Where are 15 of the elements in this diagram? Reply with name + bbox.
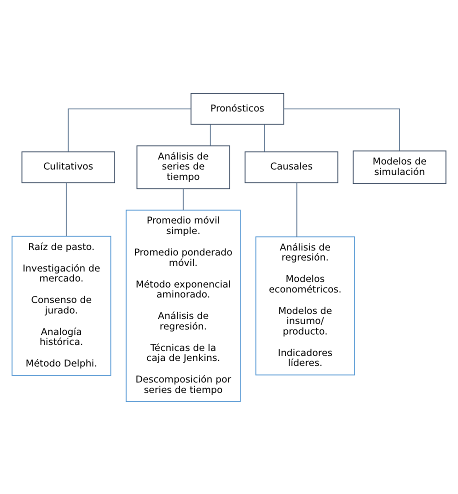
connector	[182, 188, 184, 210]
node-box: Análisis de series de tiempo	[136, 144, 230, 189]
connector	[296, 182, 298, 237]
connector	[210, 124, 211, 146]
connector	[68, 108, 192, 152]
node-box: Promedio móvil simple. Promedio ponderado móvil. Método exponencial aminorado. Análisis de regresión. Técnicas de la caja de Jenkins. Descomposición por series de tiempo	[126, 209, 241, 402]
connector	[264, 124, 265, 152]
node-box: Culitativos	[22, 150, 116, 183]
connector	[283, 108, 400, 151]
node-box: Raíz de pasto. Investigación de mercado. Consenso de jurado. Analogía histórica. Método Delphi.	[12, 235, 112, 376]
node-box: Modelos de simulación	[352, 150, 446, 184]
connector	[66, 182, 67, 236]
node-box: Análisis de regresión. Modelos econométricos. Modelos de insumo/ producto. Indicadores líderes.	[255, 236, 355, 375]
node-box: Pronósticos	[190, 92, 284, 124]
node-box: Causales	[244, 150, 338, 183]
